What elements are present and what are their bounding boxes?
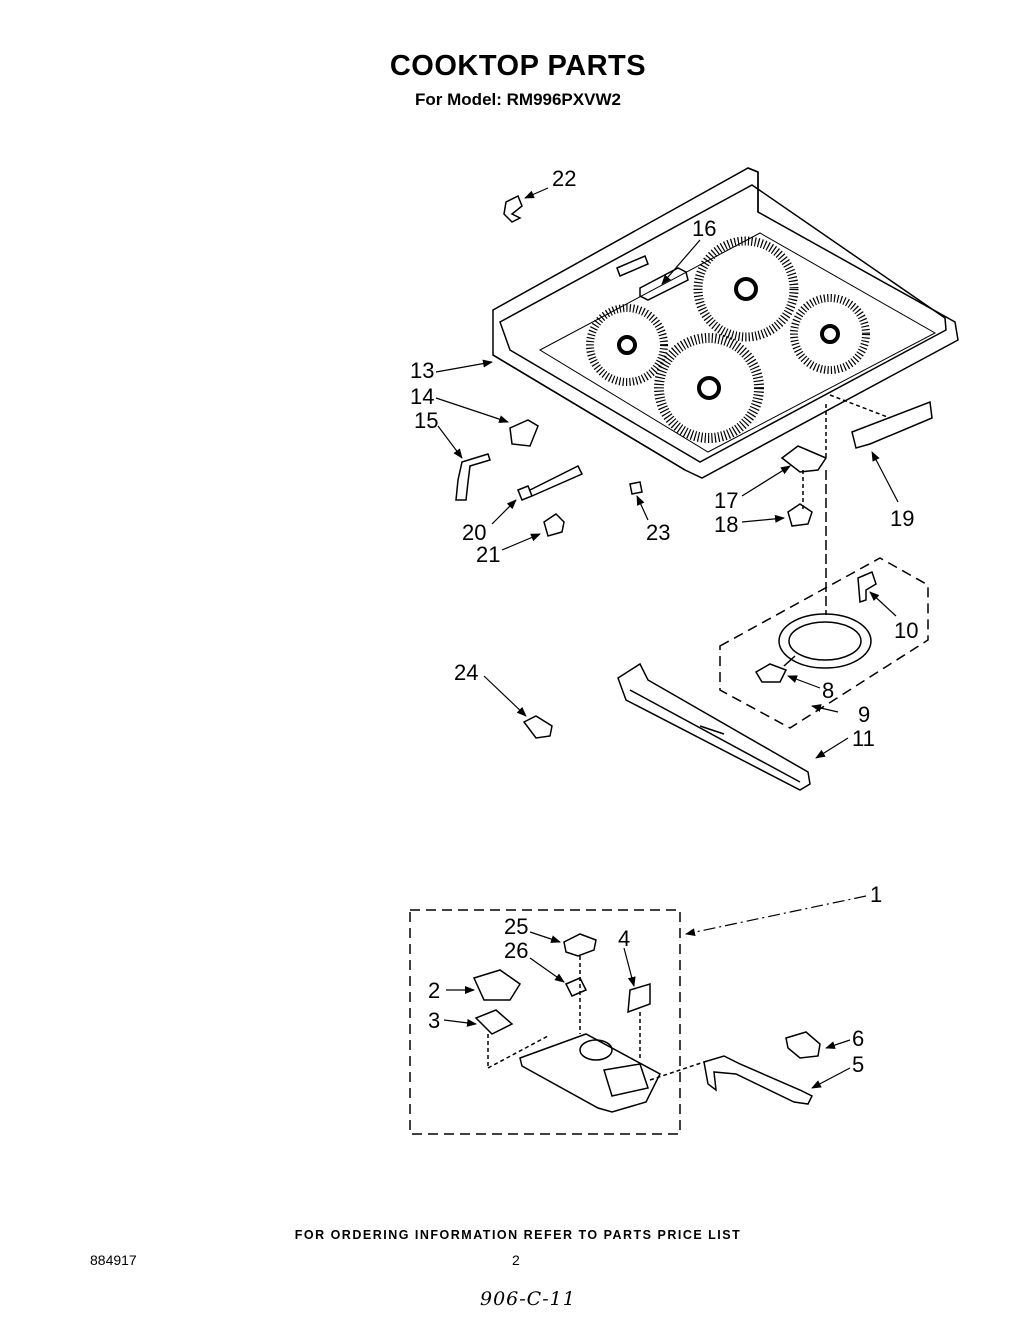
cooktop-panel xyxy=(492,167,959,479)
part-24-clip-icon xyxy=(522,715,553,739)
callout-16: 16 xyxy=(692,216,716,241)
callout-24: 24 xyxy=(454,660,478,685)
callout-2: 2 xyxy=(428,978,440,1003)
callout-23: 23 xyxy=(646,520,670,545)
callout-8: 8 xyxy=(822,678,834,703)
callout-25: 25 xyxy=(504,914,528,939)
callout-6: 6 xyxy=(852,1026,864,1051)
part-3-bracket-icon xyxy=(474,1009,514,1035)
callout-15: 15 xyxy=(414,408,438,433)
part-16-trim-icon xyxy=(639,267,689,301)
callout-14: 14 xyxy=(410,384,434,409)
burner-left-rear-icon xyxy=(693,236,799,342)
switch-base-plate-icon xyxy=(519,1033,661,1113)
part-23-nut-icon xyxy=(629,481,643,495)
part-11-support-icon xyxy=(617,662,811,791)
callout-5: 5 xyxy=(852,1052,864,1077)
leader-lines xyxy=(435,187,899,1089)
part-15-lead-wire-icon xyxy=(455,453,491,501)
part-20-bolt-icon xyxy=(517,464,584,501)
page-number: 2 xyxy=(512,1252,520,1268)
burner-right-icon xyxy=(790,294,870,374)
part-22-clip-icon xyxy=(503,194,523,223)
callout-13: 13 xyxy=(410,358,434,383)
callout-21: 21 xyxy=(476,542,500,567)
callout-1: 1 xyxy=(870,882,882,907)
part-2-switch-icon xyxy=(472,969,522,1001)
part-26-insulator-icon xyxy=(564,977,588,997)
part-10-clip-icon xyxy=(857,570,877,604)
burner-elements xyxy=(586,236,870,443)
burner-front-center-icon xyxy=(654,333,764,443)
part-6-connector-icon xyxy=(785,1031,821,1059)
callout-10: 10 xyxy=(894,618,918,643)
part-19-shield-icon xyxy=(851,400,933,449)
handwritten-note: 906-C-11 xyxy=(480,1288,576,1310)
model-subtitle: For Model: RM996PXVW2 xyxy=(415,90,621,109)
callout-22: 22 xyxy=(552,166,576,191)
burner-front-left-icon xyxy=(586,304,668,386)
callout-18: 18 xyxy=(714,512,738,537)
callout-11: 11 xyxy=(852,726,875,751)
page-title: COOKTOP PARTS xyxy=(389,50,647,82)
part-8-element-icon xyxy=(754,613,872,683)
callout-3: 3 xyxy=(428,1008,440,1033)
callout-19: 19 xyxy=(890,506,914,531)
document-number: 884917 xyxy=(90,1252,137,1268)
part-18-clip-icon xyxy=(787,503,813,527)
part-4-label-icon xyxy=(627,982,651,1014)
callout-17: 17 xyxy=(714,488,738,513)
callout-20: 20 xyxy=(462,520,486,545)
part-9-element-group-box xyxy=(719,557,929,729)
part-1-switch-group-box xyxy=(409,909,681,1135)
callout-4: 4 xyxy=(618,926,630,951)
part-21-bracket-icon xyxy=(543,513,565,537)
part-17-bracket-icon xyxy=(780,445,828,473)
callout-9: 9 xyxy=(858,702,870,727)
part-14-connector-icon xyxy=(509,419,539,447)
callout-26: 26 xyxy=(504,938,528,963)
part-25-relay-icon xyxy=(563,933,597,957)
part-5-lead-wire-icon xyxy=(703,1055,814,1105)
ordering-info-footer: FOR ORDERING INFORMATION REFER TO PARTS … xyxy=(294,1228,742,1242)
